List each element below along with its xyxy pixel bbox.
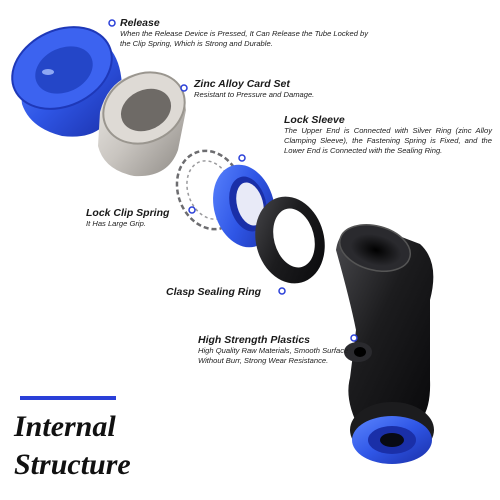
label-markers — [108, 19, 358, 342]
clasp-sealing-ring-label: Clasp Sealing Ring — [166, 286, 286, 298]
clasp-sealing-ring-part — [255, 196, 325, 284]
clasp-sealing-ring-title: Clasp Sealing Ring — [166, 286, 262, 298]
release-title: Release — [120, 17, 160, 29]
lock-sleeve-title: Lock Sleeve — [284, 114, 345, 126]
page-title: Internal Structure — [14, 408, 131, 484]
lock-sleeve-desc: The Upper End is Connected with Silver R… — [284, 126, 492, 155]
release-part — [11, 26, 122, 137]
title-line-1: Internal — [14, 410, 116, 443]
lock-clip-spring-title: Lock Clip Spring — [86, 207, 170, 219]
zinc-alloy-part — [98, 71, 186, 177]
elbow-body-part — [336, 224, 434, 464]
title-line-2: Structure — [14, 448, 131, 481]
high-strength-plastics-label: High Strength Plastics High Quality Raw … — [198, 334, 350, 366]
accent-bar — [20, 396, 116, 400]
release-label: Release When the Release Device is Press… — [120, 17, 378, 49]
high-strength-plastics-title: High Strength Plastics — [198, 334, 311, 346]
zinc-alloy-desc: Resistant to Pressure and Damage. — [194, 90, 315, 99]
lock-clip-spring-desc: It Has Large Grip. — [86, 219, 146, 228]
high-strength-plastics-desc: High Quality Raw Materials, Smooth Surfa… — [198, 346, 349, 365]
lock-sleeve-label: Lock Sleeve The Upper End is Connected w… — [284, 114, 492, 156]
zinc-alloy-title: Zinc Alloy Card Set — [194, 78, 290, 90]
zinc-alloy-label: Zinc Alloy Card Set Resistant to Pressur… — [194, 78, 394, 100]
release-desc: When the Release Device is Pressed, It C… — [120, 29, 369, 48]
lock-clip-spring-label: Lock Clip Spring It Has Large Grip. — [86, 207, 196, 229]
